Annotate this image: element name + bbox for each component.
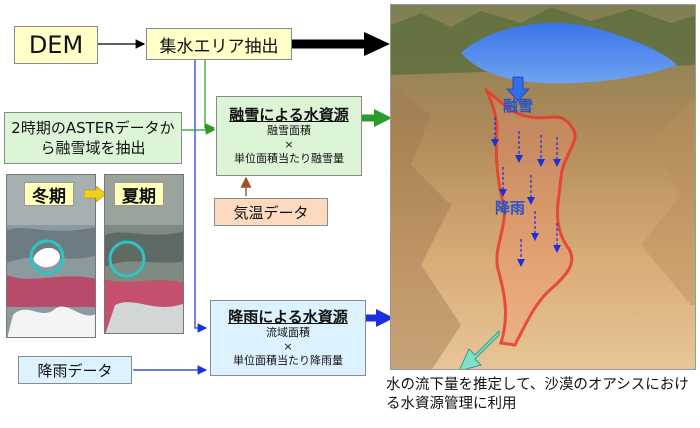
snowmelt-per-area: 単位面積当たり融雪量: [234, 152, 344, 165]
rain-data-box: 降雨データ: [18, 356, 132, 384]
winter-snow-circle: [29, 239, 65, 275]
map-label-rain: 降雨: [495, 199, 526, 217]
arrowhead-rainfall-to-map: [376, 309, 394, 327]
snow-region: [461, 22, 677, 84]
map-label-snowmelt: 融雪: [503, 97, 534, 115]
rainfall-box: 降雨による水資源 流域面積 × 単位面積当たり降雨量: [210, 300, 366, 376]
terrain-map: 融雪 降雨: [390, 4, 696, 370]
rainfall-per-area: 単位面積当たり降雨量: [233, 354, 343, 367]
flow-arrows: [491, 117, 561, 267]
snowmelt-times: ×: [284, 138, 294, 151]
snowmelt-down-arrow: [506, 76, 530, 102]
temperature-box: 気温データ: [214, 198, 328, 226]
snowmelt-box: 融雪による水資源 融雪面積 × 単位面積当たり融雪量: [216, 96, 362, 176]
basin-outline: [483, 86, 577, 347]
snowmelt-area: 融雪面積: [267, 124, 311, 137]
rainfall-title: 降雨による水資源: [228, 308, 348, 326]
summer-label: 夏期: [114, 182, 164, 207]
winter-label: 冬期: [24, 182, 74, 207]
catchment-box: 集水エリア抽出: [146, 28, 292, 60]
season-arrow: [84, 186, 106, 202]
dem-box: DEM: [14, 26, 98, 64]
arrowhead-snowmelt-to-map: [374, 109, 392, 127]
arrow-catchment-to-snowmelt: [204, 60, 216, 133]
summer-snow-circle: [108, 240, 146, 278]
arrowhead-catchment-to-map: [364, 32, 390, 56]
rainfall-area: 流域面積: [266, 326, 310, 339]
snowmelt-title: 融雪による水資源: [229, 106, 349, 124]
outflow-arrow: [459, 329, 500, 369]
caption-text: 水の流下量を推定して、沙漠のオアシスにおける水資源管理に利用: [386, 377, 689, 412]
rainfall-times: ×: [283, 340, 293, 353]
aster-box: 2時期のASTERデータから融雪域を抽出: [4, 112, 182, 164]
arrow-catchment-to-rainfall: [194, 60, 208, 333]
